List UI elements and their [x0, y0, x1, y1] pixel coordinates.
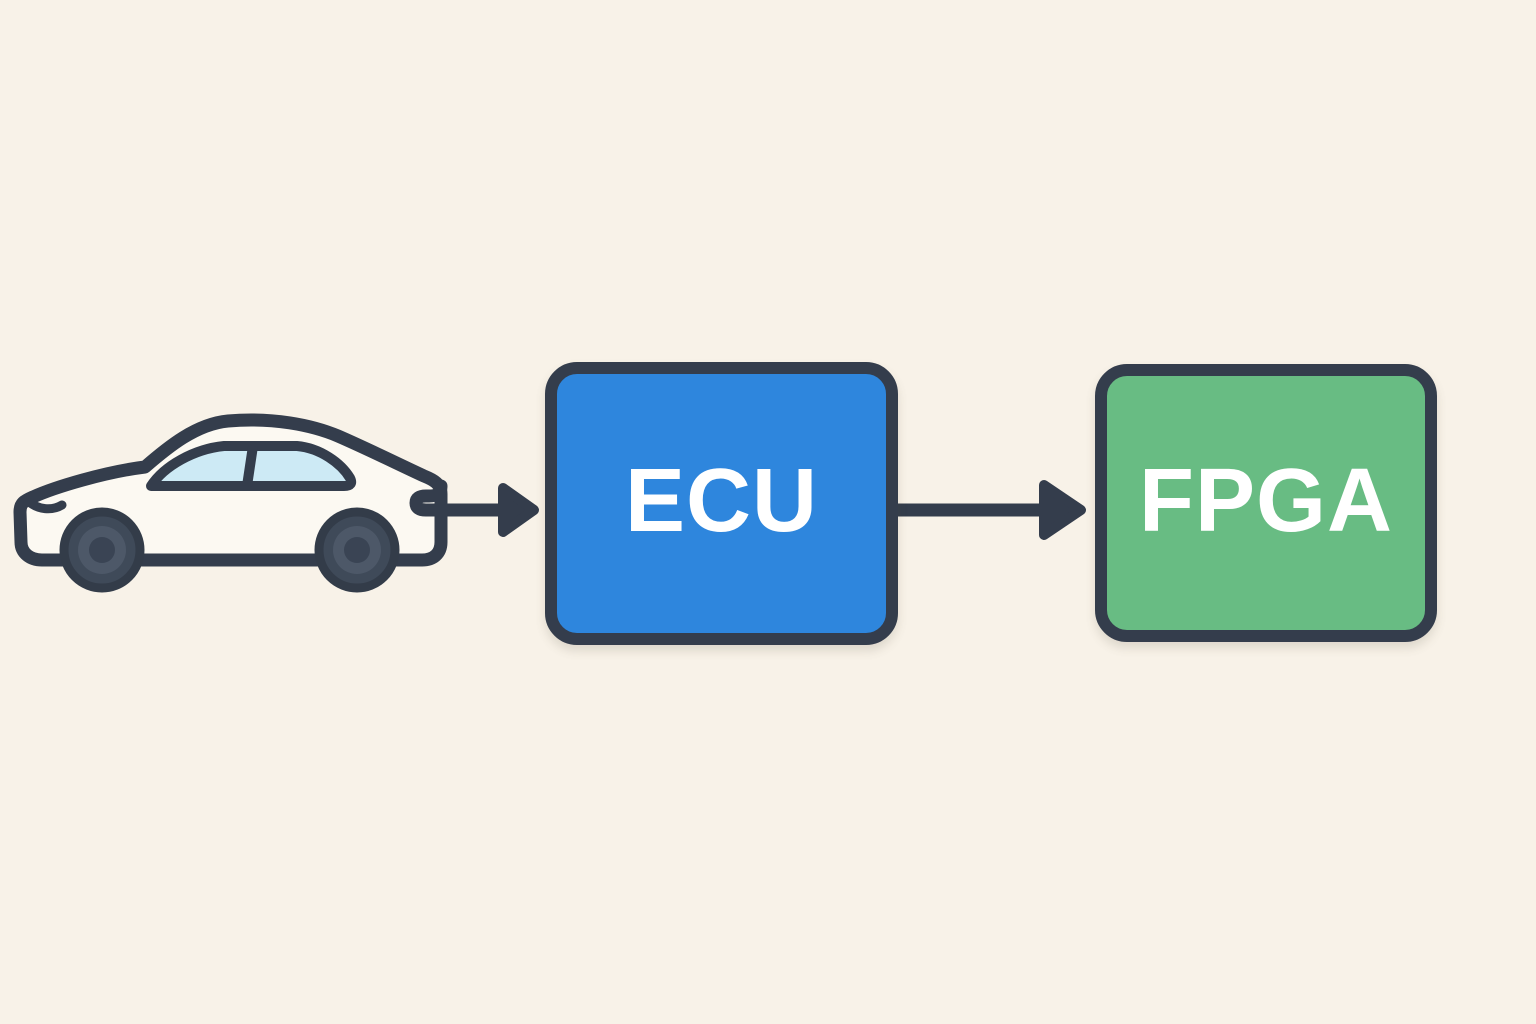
fpga-label: FPGA — [1138, 450, 1393, 551]
ecu-label: ECU — [624, 451, 819, 551]
arrowhead-icon — [498, 483, 539, 537]
arrow-ecu-to-fpga — [892, 480, 1086, 540]
car-wheel-front — [59, 507, 145, 593]
car-window-divider — [242, 445, 258, 487]
car-icon — [13, 413, 512, 593]
node-fpga: FPGA — [1095, 364, 1437, 642]
arrowhead-icon — [1039, 480, 1086, 540]
car-wheel-rear — [314, 507, 400, 593]
arrow-car-to-ecu — [498, 483, 539, 537]
car-taillight-hook — [409, 479, 512, 517]
node-ecu: ECU — [545, 362, 898, 645]
car-headlight — [23, 496, 67, 514]
